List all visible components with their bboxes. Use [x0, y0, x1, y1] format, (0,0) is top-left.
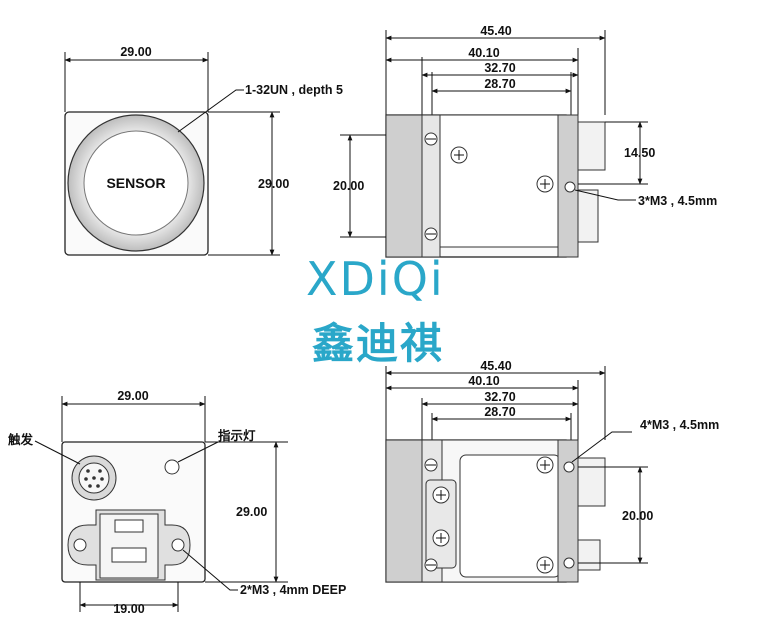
mount-hole-icon	[171, 538, 185, 552]
screw-cross	[540, 460, 550, 470]
watermark-chinese: 鑫迪祺	[312, 319, 444, 368]
connector-block	[577, 457, 606, 507]
dim-total: 45.40	[480, 24, 511, 38]
dim-height-b: 20.00	[622, 509, 653, 523]
front-height-dim: 29.00	[258, 177, 289, 191]
screw-leader	[182, 549, 238, 591]
front-flange	[385, 114, 423, 258]
rear-screw-note: 2*M3 , 4mm DEEP	[240, 583, 346, 597]
trigger-leader	[34, 440, 81, 465]
dim-32: 32.70	[484, 61, 515, 75]
connector-block	[577, 539, 601, 571]
led-indicator-icon	[164, 459, 180, 475]
connector-pins	[84, 469, 104, 488]
watermark-latin: XDiQi	[306, 252, 445, 306]
mount-hole-icon	[73, 538, 87, 552]
sensor-ring	[83, 130, 189, 236]
side-view-top: 45.40 40.10 32.70 28.70 20.00 1	[333, 24, 717, 258]
connector-block	[577, 121, 606, 171]
screw-cross	[540, 560, 550, 570]
connector-block	[577, 189, 599, 243]
screw-note-b: 4*M3 , 4.5mm	[640, 418, 719, 432]
mount-hole-icon	[563, 557, 575, 569]
rear-width-dim: 29.00	[117, 389, 148, 403]
dim-right: 14.50	[624, 146, 655, 160]
rear-view: 29.00 触发 指示灯 29.00 19.	[7, 389, 346, 616]
dim-28: 28.70	[484, 77, 515, 91]
screw-cross	[540, 179, 550, 189]
screw-cross	[436, 490, 446, 500]
sensor-label: SENSOR	[106, 175, 165, 191]
dim-32-b: 32.70	[484, 390, 515, 404]
mount-hole-icon	[564, 181, 576, 193]
side-bracket	[425, 479, 457, 569]
led-label: 指示灯	[218, 428, 256, 443]
screw-cross	[454, 150, 464, 160]
dim-total-b: 45.40	[480, 359, 511, 373]
rear-height-dim: 29.00	[236, 505, 267, 519]
usb-slot	[111, 547, 147, 563]
screw-cross	[436, 533, 446, 543]
dim-40-b: 40.10	[468, 374, 499, 388]
dim-40: 40.10	[468, 46, 499, 60]
screw-leader	[571, 431, 632, 463]
rear-bottom-dim: 19.00	[113, 602, 144, 616]
thread-note: 1-32UN , depth 5	[245, 83, 343, 97]
front-width-dim: 29.00	[120, 45, 151, 59]
screw-leader	[574, 189, 636, 201]
watermark: XDiQi 鑫迪祺	[306, 252, 445, 368]
dim-28-b: 28.70	[484, 405, 515, 419]
mount-hole-icon	[563, 461, 575, 473]
screw-note: 3*M3 , 4.5mm	[638, 194, 717, 208]
usb-slot	[114, 519, 144, 533]
trigger-label: 触发	[7, 432, 34, 447]
led-leader	[177, 441, 219, 463]
side-height-dim: 20.00	[333, 179, 364, 193]
side-view-bottom: 45.40 40.10 32.70 28.70	[385, 359, 719, 583]
rear-flange	[557, 439, 579, 583]
front-view: 29.00 SENSOR 29.00 1-32UN , depth 5	[64, 45, 343, 256]
thread-leader	[177, 89, 244, 133]
front-flange	[385, 439, 423, 583]
